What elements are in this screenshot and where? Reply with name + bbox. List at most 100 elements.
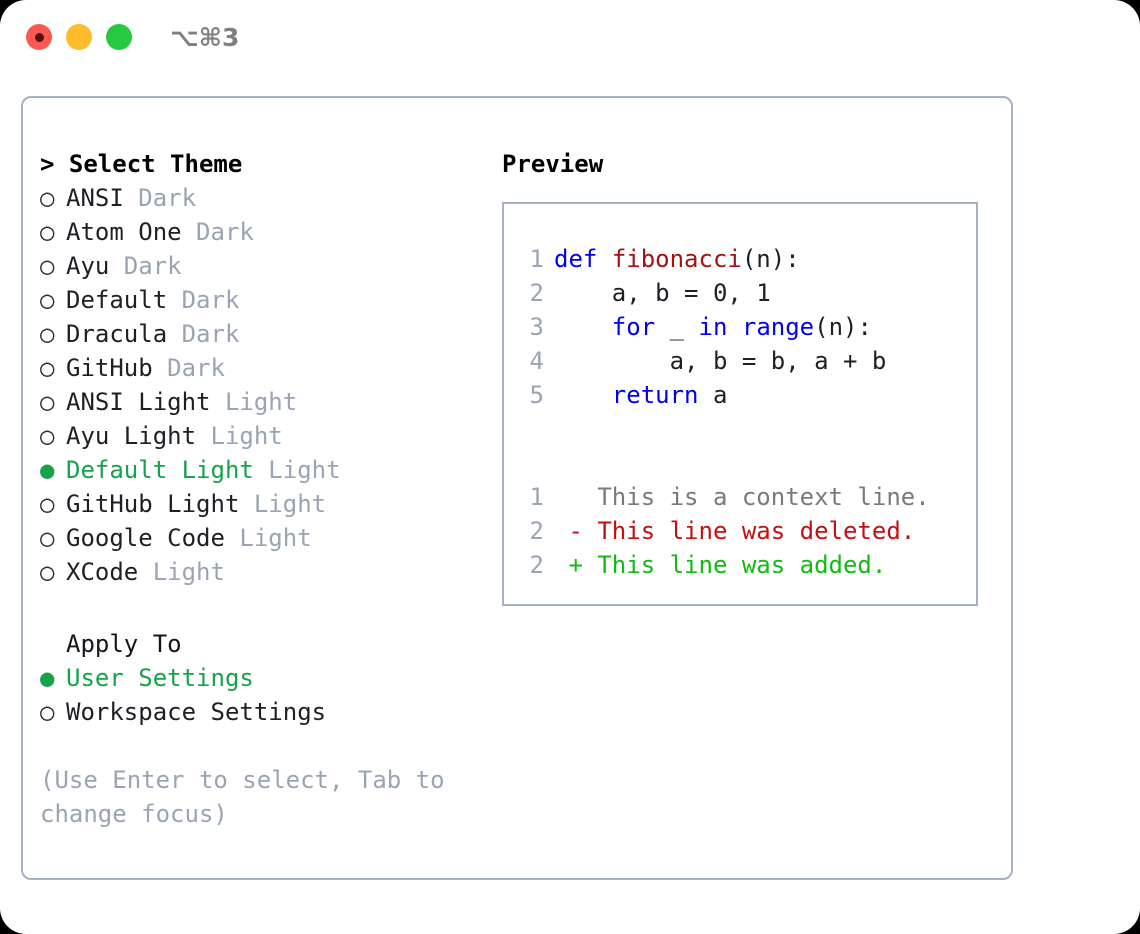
title-bar: ⌥⌘3 bbox=[0, 0, 1140, 78]
theme-name-label: Default Light bbox=[66, 456, 254, 484]
theme-variant-label: Light bbox=[138, 558, 225, 586]
radio-unselected-icon[interactable]: ○ bbox=[40, 184, 55, 212]
code-line: 5 return a bbox=[504, 378, 976, 412]
section-spacer bbox=[40, 589, 500, 627]
diff-line: 2 - This line was deleted. bbox=[504, 514, 976, 548]
code-token bbox=[554, 313, 612, 341]
theme-name-label: Default bbox=[66, 286, 168, 314]
code-token: a, b = b, a + b bbox=[554, 347, 887, 375]
theme-list: ○ANSI Dark○Atom One Dark○Ayu Dark○Defaul… bbox=[40, 181, 500, 589]
theme-name-label: Dracula bbox=[66, 320, 168, 348]
diff-line: 1 This is a context line. bbox=[504, 480, 976, 514]
radio-unselected-icon[interactable]: ○ bbox=[40, 698, 55, 726]
theme-name-label: GitHub bbox=[66, 354, 153, 382]
theme-name-label: Google Code bbox=[66, 524, 225, 552]
radio-unselected-icon[interactable]: ○ bbox=[40, 558, 55, 586]
close-button[interactable] bbox=[26, 24, 52, 50]
theme-name-label: ANSI Light bbox=[66, 388, 211, 416]
diff-text: This is a context line. bbox=[554, 483, 930, 511]
radio-selected-icon[interactable]: ● bbox=[40, 456, 55, 484]
theme-variant-label: Light bbox=[224, 524, 312, 552]
code-token: return bbox=[611, 381, 699, 409]
theme-list-item[interactable]: ○ANSI Light Light bbox=[40, 385, 500, 419]
theme-variant-label: Dark bbox=[167, 320, 240, 348]
maximize-button[interactable] bbox=[106, 24, 132, 50]
diff-line: 2 + This line was added. bbox=[504, 548, 976, 582]
code-diff-spacer bbox=[504, 412, 976, 446]
line-number: 5 bbox=[529, 381, 544, 409]
radio-unselected-icon[interactable]: ○ bbox=[40, 320, 55, 348]
code-token bbox=[554, 381, 612, 409]
radio-unselected-icon[interactable]: ○ bbox=[40, 388, 55, 416]
code-token bbox=[727, 313, 741, 341]
code-token: (n): bbox=[741, 245, 800, 273]
radio-unselected-icon[interactable]: ○ bbox=[40, 524, 55, 552]
theme-variant-label: Dark bbox=[181, 218, 254, 246]
code-token: fibonacci bbox=[611, 245, 742, 273]
main-panel: > Select Theme ○ANSI Dark○Atom One Dark○… bbox=[21, 96, 1013, 880]
theme-list-item[interactable]: ○ GitHub Light Light bbox=[40, 487, 500, 521]
theme-list-item[interactable]: ○ ANSI Dark bbox=[40, 181, 500, 215]
radio-unselected-icon[interactable]: ○ bbox=[40, 286, 55, 314]
radio-selected-icon[interactable]: ● bbox=[40, 664, 55, 692]
code-token: (n): bbox=[814, 313, 872, 341]
code-line: 2 a, b = 0, 1 bbox=[504, 276, 976, 310]
apply-to-item[interactable]: ●User Settings bbox=[40, 661, 500, 695]
theme-list-item[interactable]: ○Default Dark bbox=[40, 283, 500, 317]
theme-list-item[interactable]: ○ GitHub Dark bbox=[40, 351, 500, 385]
radio-unselected-icon[interactable]: ○ bbox=[40, 490, 55, 518]
code-token: def bbox=[554, 245, 598, 273]
code-token: a bbox=[698, 381, 728, 409]
theme-variant-label: Dark bbox=[109, 252, 182, 280]
diff-sample: 1 This is a context line.2 - This line w… bbox=[504, 480, 976, 582]
theme-list-item[interactable]: ● Default Light Light bbox=[40, 453, 500, 487]
theme-name-label: ANSI bbox=[66, 184, 124, 212]
theme-list-item[interactable]: ○ XCode Light bbox=[40, 555, 500, 589]
radio-unselected-icon[interactable]: ○ bbox=[40, 252, 55, 280]
line-number: 3 bbox=[529, 313, 544, 341]
diff-text: + This line was added. bbox=[554, 551, 887, 579]
code-diff-spacer-2 bbox=[504, 446, 976, 480]
theme-name-label: XCode bbox=[66, 558, 139, 586]
code-token: in bbox=[698, 313, 728, 341]
line-number: 2 bbox=[529, 517, 544, 545]
code-token: for bbox=[611, 313, 656, 341]
line-number: 1 bbox=[529, 483, 544, 511]
theme-variant-label: Light bbox=[196, 422, 283, 450]
code-line: 4 a, b = b, a + b bbox=[504, 344, 976, 378]
theme-list-item[interactable]: ○ Google Code Light bbox=[40, 521, 500, 555]
keyboard-hint-text: (Use Enter to select, Tab to change focu… bbox=[40, 766, 460, 828]
radio-unselected-icon[interactable]: ○ bbox=[40, 218, 55, 246]
theme-name-label: Atom One bbox=[66, 218, 182, 246]
code-token bbox=[597, 245, 611, 273]
theme-list-item[interactable]: ○ Ayu Light Light bbox=[40, 419, 500, 453]
theme-variant-label: Light bbox=[253, 456, 341, 484]
line-number: 2 bbox=[529, 551, 544, 579]
theme-name-label: Ayu Light bbox=[66, 422, 197, 450]
traffic-lights bbox=[26, 24, 132, 50]
line-number: 4 bbox=[529, 347, 544, 375]
line-number: 1 bbox=[529, 245, 544, 273]
preview-title: Preview bbox=[502, 150, 604, 178]
theme-variant-label: Light bbox=[239, 490, 327, 518]
minimize-button[interactable] bbox=[66, 24, 92, 50]
radio-unselected-icon[interactable]: ○ bbox=[40, 422, 55, 450]
code-token: _ bbox=[655, 313, 699, 341]
code-token: a, b = 0, 1 bbox=[554, 279, 771, 307]
apply-to-item[interactable]: ○Workspace Settings bbox=[40, 695, 500, 729]
radio-unselected-icon[interactable]: ○ bbox=[40, 354, 55, 382]
theme-variant-label: Dark bbox=[152, 354, 225, 382]
theme-name-label: GitHub Light bbox=[66, 490, 240, 518]
code-line: 3 for _ in range(n): bbox=[504, 310, 976, 344]
theme-list-item[interactable]: ○ Atom One Dark bbox=[40, 215, 500, 249]
apply-to-list: ●User Settings○Workspace Settings bbox=[40, 661, 500, 729]
theme-variant-label: Dark bbox=[123, 184, 197, 212]
theme-list-item[interactable]: ○ Dracula Dark bbox=[40, 317, 500, 351]
diff-text: - This line was deleted. bbox=[554, 517, 916, 545]
code-line: 1 def fibonacci(n): bbox=[504, 242, 976, 276]
line-number: 2 bbox=[529, 279, 544, 307]
theme-list-item[interactable]: ○Ayu Dark bbox=[40, 249, 500, 283]
